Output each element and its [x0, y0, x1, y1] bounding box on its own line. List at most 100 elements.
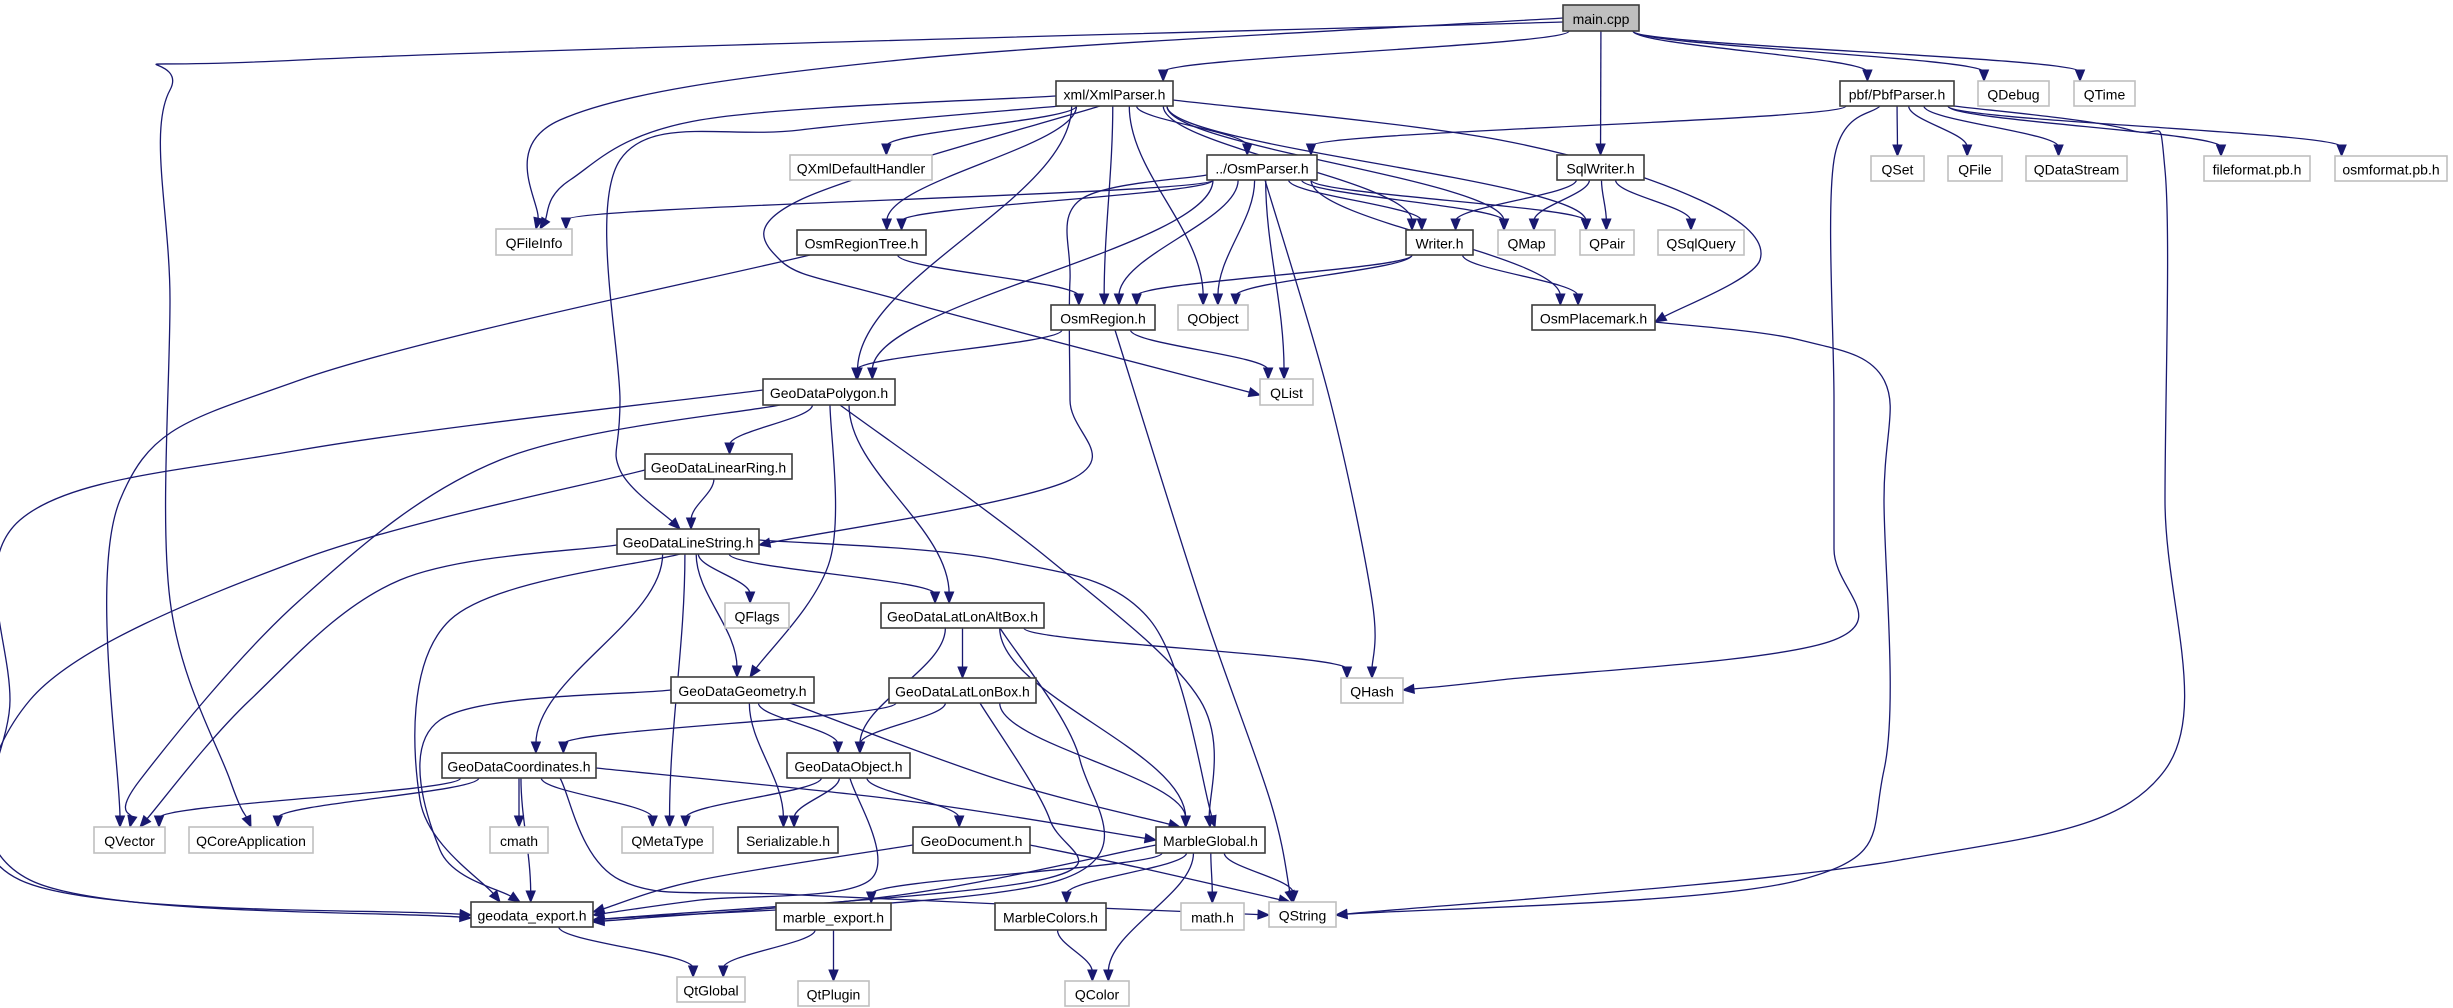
edge-line: [606, 105, 1061, 524]
edge-osmparser-to-osmregiontree: [896, 179, 1214, 232]
arrowhead-icon: [1862, 69, 1873, 83]
node-label: QDebug: [1987, 87, 2039, 103]
arrowhead-icon: [1061, 891, 1072, 905]
node-qtime[interactable]: QTime: [2073, 80, 2136, 107]
node-marbleglobal[interactable]: MarbleGlobal.h: [1155, 826, 1266, 854]
node-osmregion[interactable]: OsmRegion.h: [1050, 304, 1156, 331]
node-geodocument[interactable]: GeoDocument.h: [912, 826, 1031, 854]
node-qhash[interactable]: QHash: [1340, 677, 1404, 704]
node-qpair[interactable]: QPair: [1579, 229, 1635, 256]
node-marble-export[interactable]: marble_export.h: [775, 902, 892, 931]
node-qtplugin[interactable]: QtPlugin: [797, 980, 870, 1007]
arrowhead-icon: [513, 815, 525, 829]
arrowhead-icon: [241, 814, 252, 829]
node-qxmldefaulthandler[interactable]: QXmlDefaultHandler: [789, 154, 933, 181]
node-xmlparser[interactable]: xml/XmlParser.h: [1055, 80, 1174, 107]
edge-line: [1947, 105, 2222, 148]
edge-line: [1029, 844, 1282, 901]
node-qobject[interactable]: QObject: [1177, 304, 1249, 331]
node-box: [188, 826, 314, 854]
node-qtglobal[interactable]: QtGlobal: [676, 976, 746, 1003]
node-qflags[interactable]: QFlags: [724, 602, 790, 629]
node-qvector[interactable]: QVector: [93, 826, 166, 854]
edge-line: [1217, 179, 1256, 297]
node-box: [2025, 155, 2128, 182]
edge-pbfparser-to-qfile: [1908, 105, 1973, 158]
arrowhead-icon: [881, 218, 893, 232]
node-box: [1155, 826, 1266, 854]
edge-line: [1056, 929, 1093, 973]
node-qcolor[interactable]: QColor: [1064, 980, 1130, 1007]
edge-geodatalinestring-to-geodatalatlonaltbox: [728, 553, 941, 605]
edge-line: [559, 777, 1261, 916]
node-qset[interactable]: QSet: [1870, 155, 1925, 182]
arrowhead-icon: [1685, 218, 1697, 232]
node-geodatageometry[interactable]: GeoDataGeometry.h: [670, 676, 815, 704]
node-label: fileformat.pb.h: [2213, 162, 2302, 178]
edge-marbleglobal-to-qstring: [1223, 852, 1299, 904]
node-osmplacemark[interactable]: OsmPlacemark.h: [1531, 304, 1656, 331]
node-geodatalatlonbox[interactable]: GeoDataLatLonBox.h: [888, 677, 1037, 704]
edge-line: [1310, 105, 1847, 147]
node-writer[interactable]: Writer.h: [1405, 229, 1474, 256]
node-geodatacoordinates[interactable]: GeoDataCoordinates.h: [441, 752, 597, 779]
node-qfileinfo[interactable]: QFileInfo: [495, 228, 573, 256]
node-label: ../OsmParser.h: [1215, 161, 1308, 177]
edge-xmlparser-to-osmparser: [1135, 105, 1253, 157]
node-box: [1579, 229, 1635, 256]
edge-line: [848, 404, 950, 595]
node-geodatalinestring[interactable]: GeoDataLineString.h: [616, 528, 760, 555]
node-serializable[interactable]: Serializable.h: [737, 826, 839, 854]
node-label: Serializable.h: [746, 833, 830, 849]
arrowhead-icon: [1113, 293, 1125, 307]
arrowhead-icon: [851, 367, 862, 381]
edge-line: [562, 702, 897, 745]
node-main-cpp[interactable]: main.cpp: [1562, 4, 1640, 32]
edge-xmlparser-to-qxmldefaulthandler: [881, 105, 1078, 157]
node-cmath[interactable]: cmath: [489, 826, 549, 854]
arrowhead-icon: [1242, 143, 1253, 157]
edge-marbleglobal-to-geodata_export: [591, 844, 1157, 927]
edge-line: [757, 702, 839, 745]
node-pbfparser[interactable]: pbf/PbfParser.h: [1839, 80, 1955, 107]
node-geodatalatlonaltbox[interactable]: GeoDataLatLonAltBox.h: [880, 602, 1045, 629]
edge-main_cpp-to-sqlwriter: [1595, 30, 1606, 157]
node-qmap[interactable]: QMap: [1497, 229, 1556, 256]
edge-osmparser-to-qpair: [1310, 179, 1592, 232]
node-osmregiontree[interactable]: OsmRegionTree.h: [796, 229, 927, 256]
node-marblecolors[interactable]: MarbleColors.h: [994, 902, 1107, 931]
arrowhead-icon: [1366, 666, 1378, 680]
node-qdatastream[interactable]: QDataStream: [2025, 155, 2128, 182]
edge-line: [145, 544, 618, 821]
arrowhead-icon: [943, 591, 955, 605]
node-label: QMetaType: [631, 833, 704, 849]
node-qsqlquery[interactable]: QSqlQuery: [1657, 229, 1745, 256]
node-qlist[interactable]: QList: [1259, 378, 1314, 406]
node-qfile[interactable]: QFile: [1947, 155, 2003, 182]
node-fileformat[interactable]: fileformat.pb.h: [2203, 155, 2311, 182]
arrowhead-icon: [718, 965, 729, 979]
edge-line: [1172, 99, 1762, 318]
edge-writer-to-osmregion: [1131, 254, 1413, 307]
node-box: [1340, 677, 1404, 704]
node-osmformat[interactable]: osmformat.pb.h: [2334, 155, 2448, 182]
node-geodata-export[interactable]: geodata_export.h: [470, 901, 594, 928]
node-qstring[interactable]: QString: [1268, 901, 1337, 928]
node-osmparser[interactable]: ../OsmParser.h: [1206, 154, 1318, 181]
node-qmetatype[interactable]: QMetaType: [621, 826, 714, 854]
arrowhead-icon: [1098, 293, 1110, 307]
node-sqlwriter[interactable]: SqlWriter.h: [1556, 154, 1645, 181]
edge-line: [886, 105, 1078, 222]
node-label: QColor: [1075, 987, 1120, 1003]
node-qdebug[interactable]: QDebug: [1977, 80, 2050, 107]
node-geodatapolygon[interactable]: GeoDataPolygon.h: [762, 378, 896, 406]
node-geodataobject[interactable]: GeoDataObject.h: [786, 752, 911, 779]
node-geodatalinearring[interactable]: GeoDataLinearRing.h: [644, 453, 793, 480]
node-box: [1268, 901, 1337, 928]
node-qcoreapplication[interactable]: QCoreApplication: [188, 826, 314, 854]
node-math-h[interactable]: math.h: [1180, 902, 1245, 931]
node-label: GeoDocument.h: [921, 833, 1023, 849]
node-label: GeoDataLinearRing.h: [651, 460, 786, 476]
arrowhead-icon: [929, 591, 941, 605]
